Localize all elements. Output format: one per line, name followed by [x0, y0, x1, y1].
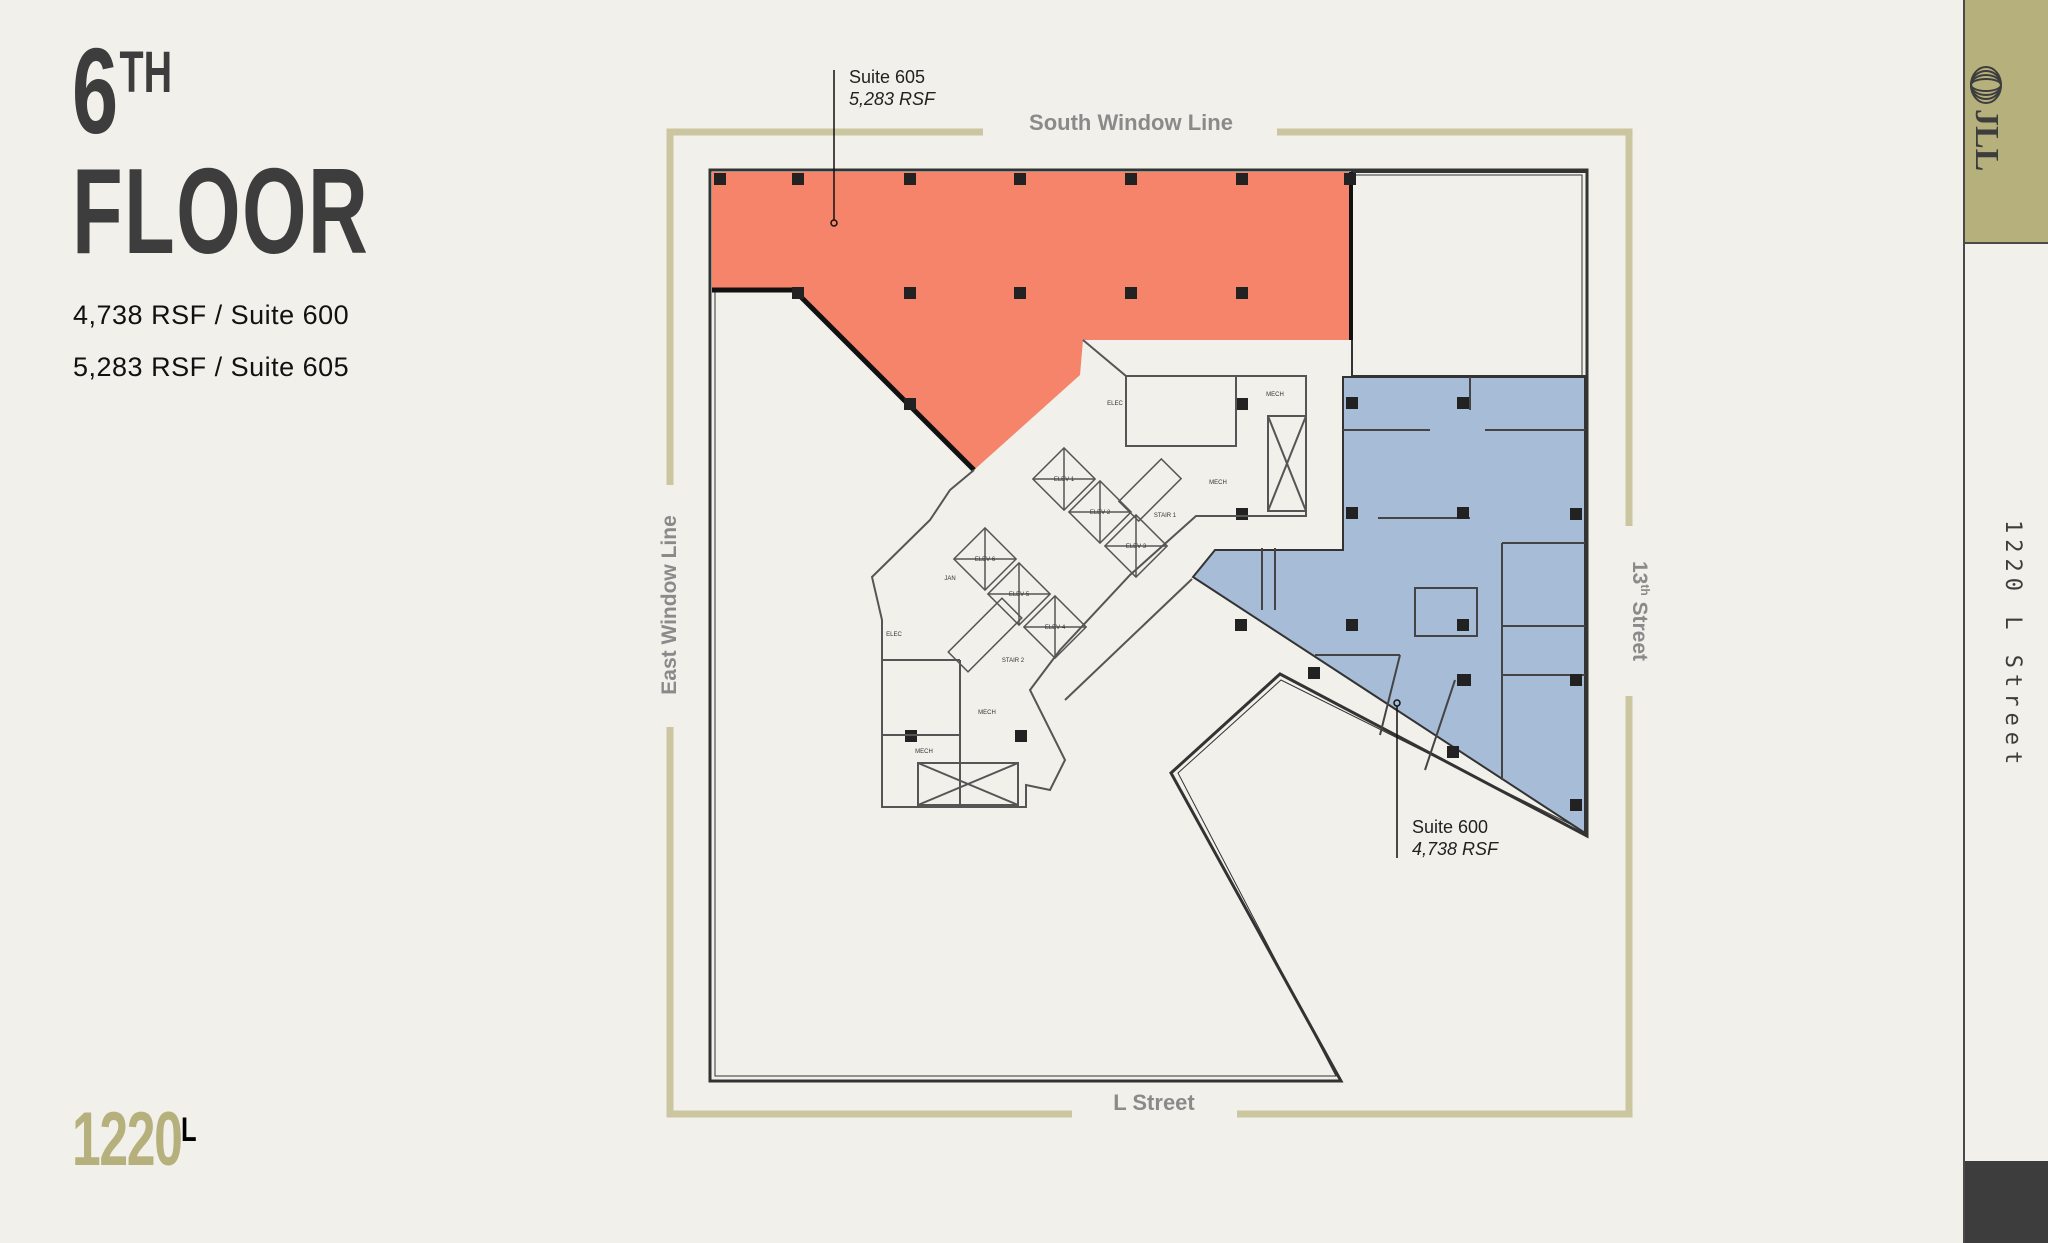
south-window-label: South Window Line: [1029, 110, 1233, 135]
floor-number-suffix: TH: [119, 40, 173, 105]
svg-text:ELEC: ELEC: [1107, 401, 1123, 407]
svg-text:ELEV 1: ELEV 1: [1054, 477, 1075, 483]
building-logo-letter: L: [181, 1111, 197, 1149]
summary-suite-605: 5,283 RSF / Suite 605: [73, 352, 350, 382]
suite-600-area-label: 4,738 RSF: [1412, 839, 1499, 859]
suite-600-callout: Suite 600 4,738 RSF: [1393, 699, 1499, 859]
svg-text:STAIR 2: STAIR 2: [1002, 658, 1025, 664]
summary-suite-600: 4,738 RSF / Suite 600: [73, 300, 350, 330]
building-address: 1220 L Street: [2000, 520, 2025, 771]
floor-number: 6TH: [72, 30, 172, 152]
sidebar: JLL 1220 L Street: [1963, 0, 2048, 1243]
jll-rings-icon: [1970, 66, 2002, 104]
thirteenth-street-label: 13th Street: [1628, 561, 1652, 661]
svg-text:MECH: MECH: [978, 710, 996, 716]
suite-605-area[interactable]: [712, 172, 1351, 470]
floor-plan: South Window Line L Street East Window L…: [658, 67, 1652, 1118]
svg-text:ELEV 2: ELEV 2: [1090, 510, 1111, 516]
suite-605-callout: Suite 605 5,283 RSF: [830, 67, 936, 227]
svg-text:MECH: MECH: [1209, 480, 1227, 486]
jll-logo-text: JLL: [1968, 109, 2005, 172]
room-labels: ELEV 1 ELEV 2 ELEV 3 ELEV 4 ELEV 5 ELEV …: [886, 392, 1284, 755]
jll-logo: JLL: [1967, 65, 2005, 171]
suite-605-area-label: 5,283 RSF: [849, 89, 936, 109]
window-line-frame: [666, 128, 1633, 1118]
brand-panel: JLL: [1965, 0, 2048, 244]
structural-columns: [714, 173, 1582, 811]
building-logo-number: 1220: [72, 1097, 183, 1182]
svg-text:MECH: MECH: [1266, 392, 1284, 398]
east-window-label: East Window Line: [658, 515, 681, 694]
svg-text:JAN: JAN: [944, 576, 955, 582]
suite-600-name: Suite 600: [1412, 817, 1488, 837]
suite-600-partitions: [1261, 377, 1585, 780]
floor-number-digit: 6: [72, 23, 119, 159]
svg-text:ELEV 3: ELEV 3: [1126, 544, 1147, 550]
svg-text:STAIR 1: STAIR 1: [1154, 513, 1177, 519]
svg-text:ELEV 5: ELEV 5: [1009, 592, 1030, 598]
svg-text:ELEV 4: ELEV 4: [1045, 625, 1066, 631]
svg-text:ELEV 6: ELEV 6: [975, 557, 996, 563]
svg-text:ELEC: ELEC: [886, 632, 902, 638]
suite-605-name: Suite 605: [849, 67, 925, 87]
elevators: [947, 446, 1183, 673]
building-core: [870, 339, 1307, 808]
floor-title: FLOOR: [72, 143, 370, 279]
sidebar-footer-block: [1965, 1161, 2048, 1243]
svg-text:MECH: MECH: [915, 749, 933, 755]
l-street-label: L Street: [1113, 1090, 1195, 1115]
suite-600-area[interactable]: [1191, 376, 1586, 835]
